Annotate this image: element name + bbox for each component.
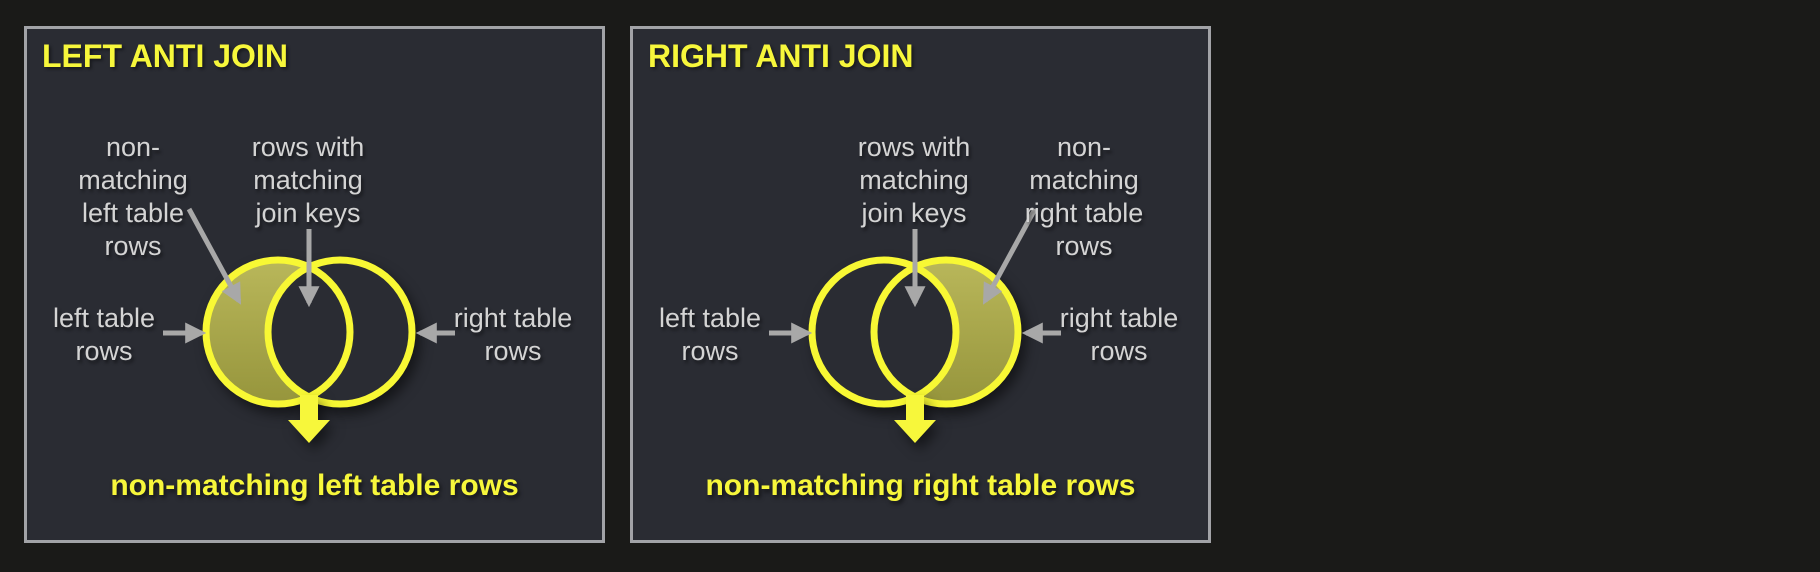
label-matching-join-keys: rows with matching join keys — [857, 132, 971, 228]
venn-diagram — [163, 207, 455, 443]
result-caption: non-matching left table rows — [110, 469, 519, 502]
venn-diagram — [769, 207, 1061, 443]
right-anti-join-panel: RIGHT ANTI JOIN rows with matching — [630, 26, 1211, 543]
label-non-matching-rows: non- matching right table rows — [1024, 132, 1144, 261]
right-circle — [264, 256, 416, 408]
non-matching-arrow — [982, 207, 1038, 305]
label-left-table-rows: left table rows — [658, 303, 762, 366]
result-down-arrow-icon — [288, 395, 330, 443]
result-caption: non-matching right table rows — [705, 469, 1136, 502]
right-circle — [870, 256, 1022, 408]
label-right-table-rows: right table rows — [1059, 303, 1179, 366]
left-anti-join-panel: LEFT ANTI JOIN non- matching le — [24, 26, 605, 543]
label-non-matching-rows: non- matching left table rows — [78, 132, 188, 261]
label-matching-join-keys: rows with matching join keys — [251, 132, 365, 228]
panel-title: RIGHT ANTI JOIN — [648, 38, 914, 74]
label-right-table-rows: right table rows — [453, 303, 573, 366]
label-left-table-rows: left table rows — [52, 303, 156, 366]
panel-title: LEFT ANTI JOIN — [42, 38, 288, 74]
non-matching-arrow — [186, 207, 242, 305]
result-down-arrow-icon — [894, 395, 936, 443]
